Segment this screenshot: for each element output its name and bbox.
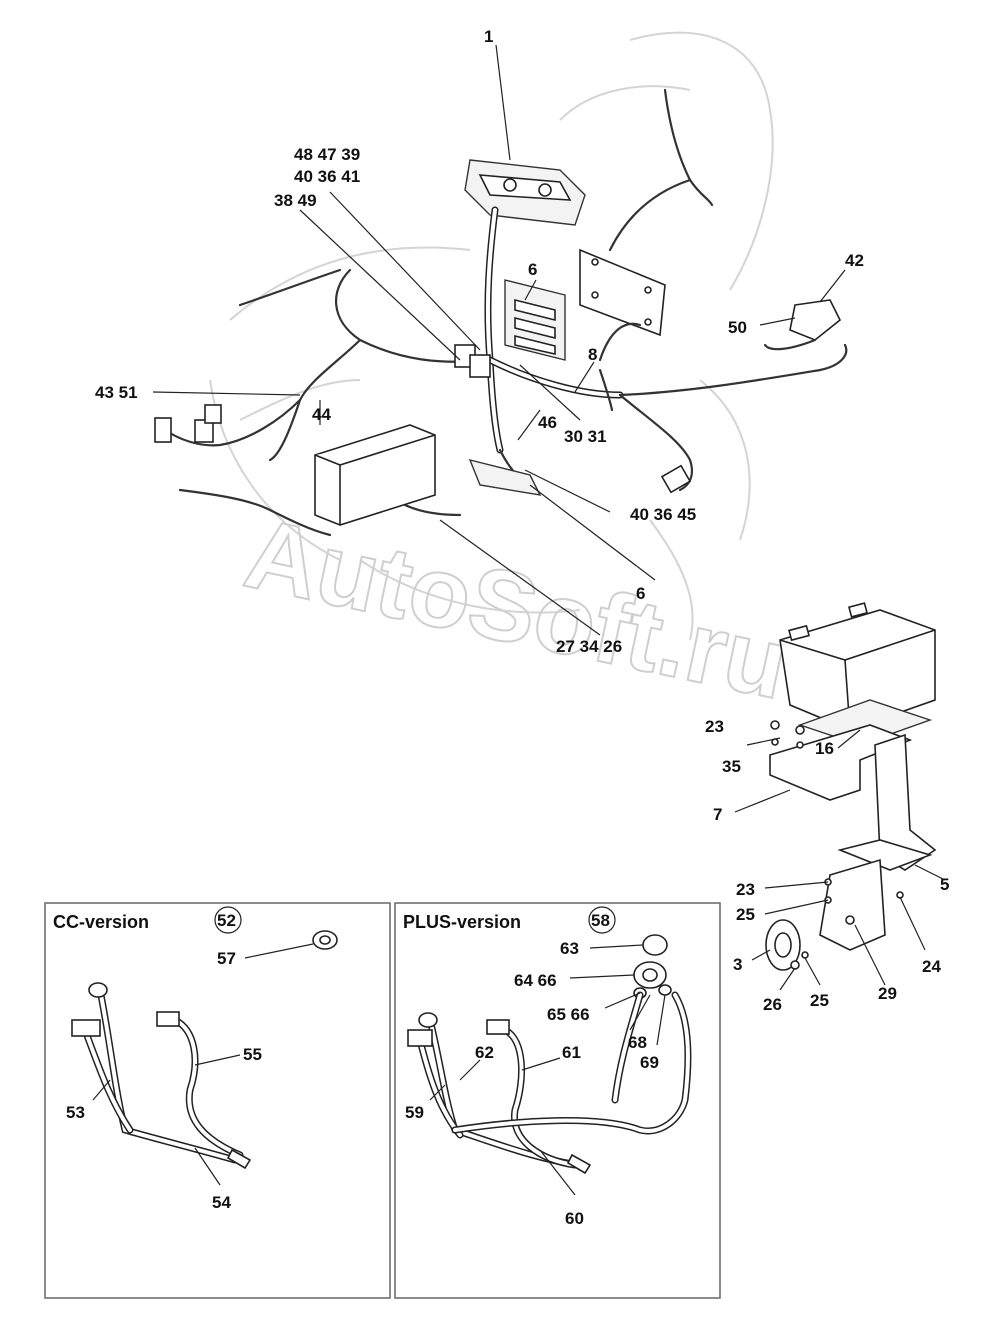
callout-25-lower: 25 [810,991,829,1010]
panel-plus-title: PLUS-version [403,912,521,932]
callout-40-36-41: 40 36 41 [294,167,360,186]
terminal-clamp [71,1019,101,1037]
callout-8: 8 [588,345,597,364]
battery-mount-assembly [765,602,937,971]
callout-46: 46 [538,413,557,432]
callout-29: 29 [878,984,897,1003]
callout-24: 24 [922,957,941,976]
callout-48-47-39: 48 47 39 [294,145,360,164]
callout-43-51: 43 51 [95,383,138,402]
callout-61: 61 [562,1043,581,1062]
connector-right [660,464,692,494]
callout-23-lower: 23 [736,880,755,899]
callout-6-upper: 6 [528,260,537,279]
watermark-text: AutoSoft.ru [236,497,797,721]
callout-25-upper: 25 [736,905,755,924]
fuse-box [504,279,566,361]
panel-cc-title: CC-version [53,912,149,932]
callout-44: 44 [312,405,331,424]
callout-57: 57 [217,949,236,968]
connector-left-2 [194,419,214,443]
battery-main [314,424,436,526]
callout-60: 60 [565,1209,584,1228]
callout-35: 35 [722,757,741,776]
sensor-unit [763,299,842,351]
callout-55: 55 [243,1045,262,1064]
panel-plus-badge: 58 [591,911,610,930]
callout-50: 50 [728,318,747,337]
connector-left-1 [154,417,172,443]
bracket-29 [819,858,886,951]
callout-16: 16 [815,739,834,758]
terminal-clamp-plus [407,1029,433,1047]
callout-40-36-45: 40 36 45 [630,505,696,524]
part-63 [642,934,668,956]
callout-64-66: 64 66 [514,971,557,990]
mounting-plate [579,248,666,337]
callout-63: 63 [560,939,579,958]
callout-3: 3 [733,955,742,974]
callout-6-lower: 6 [636,584,645,603]
callout-7: 7 [713,805,722,824]
plug-61 [486,1019,510,1035]
callout-5: 5 [940,875,949,894]
instrument-cluster [464,159,586,226]
relay-2 [469,354,491,378]
battery-spare [779,602,936,731]
callout-62: 62 [475,1043,494,1062]
callout-23-upper: 23 [705,717,724,736]
connector-left-3 [204,404,222,424]
callout-42: 42 [845,251,864,270]
bolt-23 [770,720,780,730]
leader-lines [152,44,946,991]
callout-26: 26 [763,995,782,1014]
callout-65-66: 65 66 [547,1005,590,1024]
panel-cc-version: CC-version 52 57 55 53 54 [44,902,391,1299]
bracket-7 [769,724,913,801]
battery-bracket [468,458,542,496]
callout-68: 68 [628,1033,647,1052]
panel-plus-version: PLUS-version 58 63 64 66 65 66 68 69 [394,902,721,1299]
callout-69: 69 [640,1053,659,1072]
callouts-main: 1 48 47 39 40 36 41 38 49 6 42 50 8 43 5… [95,27,949,1014]
callout-1: 1 [484,27,493,46]
callout-38-49: 38 49 [274,191,317,210]
callout-30-31: 30 31 [564,427,607,446]
panel-cc-badge: 52 [217,911,236,930]
callout-54: 54 [212,1193,231,1212]
main-wiring-harness [154,88,848,537]
callout-53: 53 [66,1103,85,1122]
callout-27-34-26: 27 34 26 [556,637,622,656]
callout-59: 59 [405,1103,424,1122]
plug-55 [156,1011,180,1027]
